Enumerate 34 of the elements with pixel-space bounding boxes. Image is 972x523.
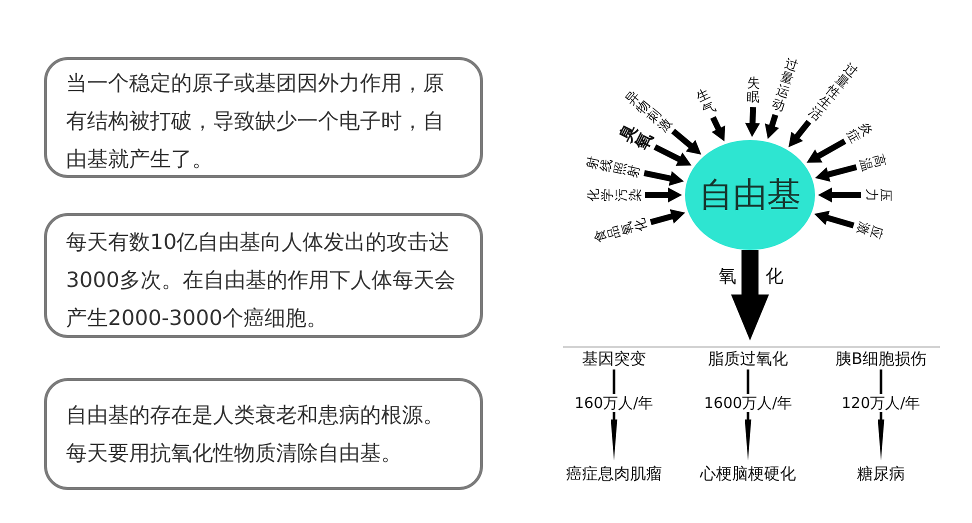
arrow [788,120,812,148]
factor-label: 高温 [856,153,888,173]
factor-label: 压力 [862,188,892,202]
arrow [818,188,861,202]
arrow [710,116,726,142]
center-circle: 自由基 [685,140,815,250]
category-label: 胰B细胞损伤 [836,348,926,368]
edge-label: 氧化 [718,266,784,288]
factor-label: 应激 [854,220,884,240]
factor-label: 射线照射 [586,155,644,180]
arrow [745,107,760,137]
arrow [764,114,780,139]
factor-label: 化学污染 [586,188,644,202]
factor-label: 失眠 [746,76,761,106]
disease-label: 心梗脑梗硬化 [700,464,796,483]
info-box: 当一个稳定的原子或基团因外力作用，原有结构被打破，导致缺少一个电子时，自由基就产生了。 [44,57,483,178]
category-label: 基因突变 [582,348,646,368]
info-box: 每天有数10亿自由基向人体发出的攻击达3000多次。在自由基的作用下人体每天会产生2000-3000个癌细胞。 [44,213,483,338]
arrow [645,188,682,202]
disease-label: 癌症息肉肌瘤 [566,464,662,483]
factor-label: 食品氧化 [592,216,650,244]
category-label: 脂质过氧化 [708,348,788,368]
factor-label: 生气 [694,88,718,118]
arrow [814,210,854,228]
disease-label: 糖尿病 [857,464,905,483]
arrow [650,209,686,226]
arrow [671,128,702,155]
info-box: 自由基的存在是人类衰老和患病的根源。每天要用抗氧化性物质清除自由基。 [44,378,483,490]
arrow [806,138,846,163]
arrow [815,164,858,182]
factor-label: 过量运动 [770,58,800,116]
arrow [644,170,684,186]
arrow [654,144,692,166]
block-arrow [731,250,769,340]
